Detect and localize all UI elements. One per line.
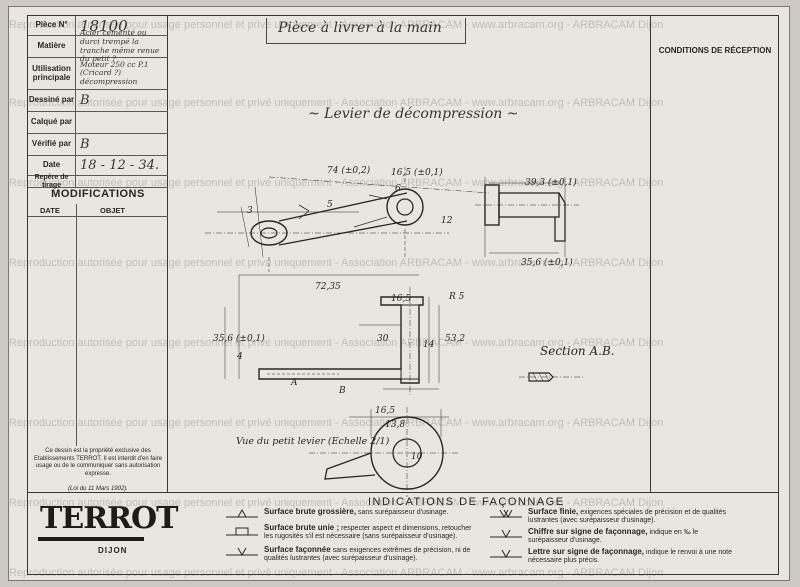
property-notice-law: (Loi du 11 Mars 1902). (68, 486, 128, 492)
verifie-value: B (80, 137, 90, 152)
indication-bold: Lettre sur signe de façonnage, (528, 547, 645, 556)
section-label: Section A.B. (540, 344, 615, 358)
matiere-row: Matière Acier cémenté ou durci trempé la… (28, 28, 168, 64)
rough-surface-icon (226, 508, 258, 518)
terrot-logo: TERROT DIJON (38, 501, 179, 555)
indication-bold: Surface brute unie ; (264, 523, 340, 532)
date-value: 18 - 12 - 34. (80, 158, 160, 173)
modifications-objet-header: OBJET (100, 206, 126, 215)
indication-item: Surface façonnée sans exigences extrêmes… (264, 545, 474, 564)
matiere-value: Acier cémenté ou durci trempé la tranche… (80, 28, 160, 64)
piece-number-label: Pièce N° (28, 16, 76, 35)
calque-row: Calqué par (28, 112, 168, 134)
plain-surface-icon (226, 527, 258, 536)
indication-bold: Surface finie, (528, 507, 579, 516)
dessine-row: Dessiné par B (28, 90, 168, 112)
header-note-box (266, 18, 466, 44)
indication-bold: Surface façonnée (264, 545, 331, 554)
utilisation-row: Utilisation principale Moteur 250 cc P.1… (28, 58, 168, 90)
indication-text: respecter aspect et dimensions, retouche… (264, 525, 472, 541)
utilisation-label: Utilisation principale (28, 58, 76, 89)
piece-number-value: 18100 (80, 16, 128, 35)
date-row: Date 18 - 12 - 34. (28, 156, 168, 176)
property-notice: Ce dessin est la propriété exclusive des… (33, 448, 163, 477)
allowance-number-icon (490, 529, 522, 539)
repere-row: Repère de tirage (28, 174, 168, 189)
view-label: Vue du petit levier (Echelle 2/1) (236, 436, 390, 447)
verifie-label: Vérifié par (28, 134, 76, 155)
calque-value (80, 112, 164, 133)
repere-label: Repère de tirage (28, 174, 76, 189)
piece-number-row: Pièce N° 18100 (28, 16, 168, 36)
indication-text: indique en ‰ le surépaisseur d'usinage. (528, 529, 699, 545)
dessine-label: Dessiné par (28, 90, 76, 111)
calque-label: Calqué par (28, 112, 76, 133)
note-letter-icon (490, 549, 522, 559)
indications-title: INDICATIONS DE FAÇONNAGE (368, 496, 565, 508)
matiere-label: Matière (28, 36, 76, 57)
logo-bar (38, 537, 144, 541)
part-name: ~ Levier de décompression ~ (308, 106, 519, 122)
indication-item: Surface brute grossière, sans surépaisse… (264, 507, 474, 517)
indication-item: Lettre sur signe de façonnage, indique l… (528, 547, 738, 566)
verifie-row: Vérifié par B (28, 134, 168, 156)
conditions-column: CONDITIONS DE RÉCEPTION (650, 16, 778, 492)
indication-item: Surface brute unie ; respecter aspect et… (264, 523, 474, 542)
indication-text: sans surépaisseur d'usinage. (356, 509, 449, 516)
finished-surface-icon (490, 509, 522, 519)
modifications-title: MODIFICATIONS (51, 188, 145, 200)
logo-name: TERROT (40, 501, 179, 536)
indication-text: sans exigences extrêmes de précision, ni… (264, 547, 471, 563)
dessine-value: B (80, 93, 90, 108)
utilisation-value: Moteur 250 cc P.1 (Cricard ?) décompress… (80, 59, 149, 86)
repere-value (80, 176, 164, 187)
conditions-title: CONDITIONS DE RÉCEPTION (658, 46, 772, 55)
indication-text: exigences spéciales de précision et de q… (528, 509, 727, 525)
header-note: Pièce à livrer à la main (278, 20, 442, 36)
divider (76, 204, 77, 446)
drawing-frame: Pièce N° 18100 Matière Acier cémenté ou … (27, 15, 779, 493)
logo-city: DIJON (98, 546, 128, 555)
title-block: Pièce N° 18100 Matière Acier cémenté ou … (28, 16, 168, 492)
indication-item: Surface finie, exigences spéciales de pr… (528, 507, 738, 526)
machined-surface-icon (226, 547, 258, 557)
indication-bold: Surface brute grossière, (264, 507, 357, 516)
divider (28, 216, 168, 217)
bottom-band: TERROT DIJON INDICATIONS DE FAÇONNAGE Su… (27, 493, 779, 575)
indication-text: indique le renvoi à une note nécessaire … (528, 549, 732, 565)
indication-bold: Chiffre sur signe de façonnage, (528, 527, 648, 536)
indication-item: Chiffre sur signe de façonnage, indique … (528, 527, 738, 546)
drawing-sheet: Reproduction autorisée pour usage person… (8, 6, 790, 581)
date-label: Date (28, 156, 76, 175)
modifications-date-header: DATE (40, 206, 60, 215)
